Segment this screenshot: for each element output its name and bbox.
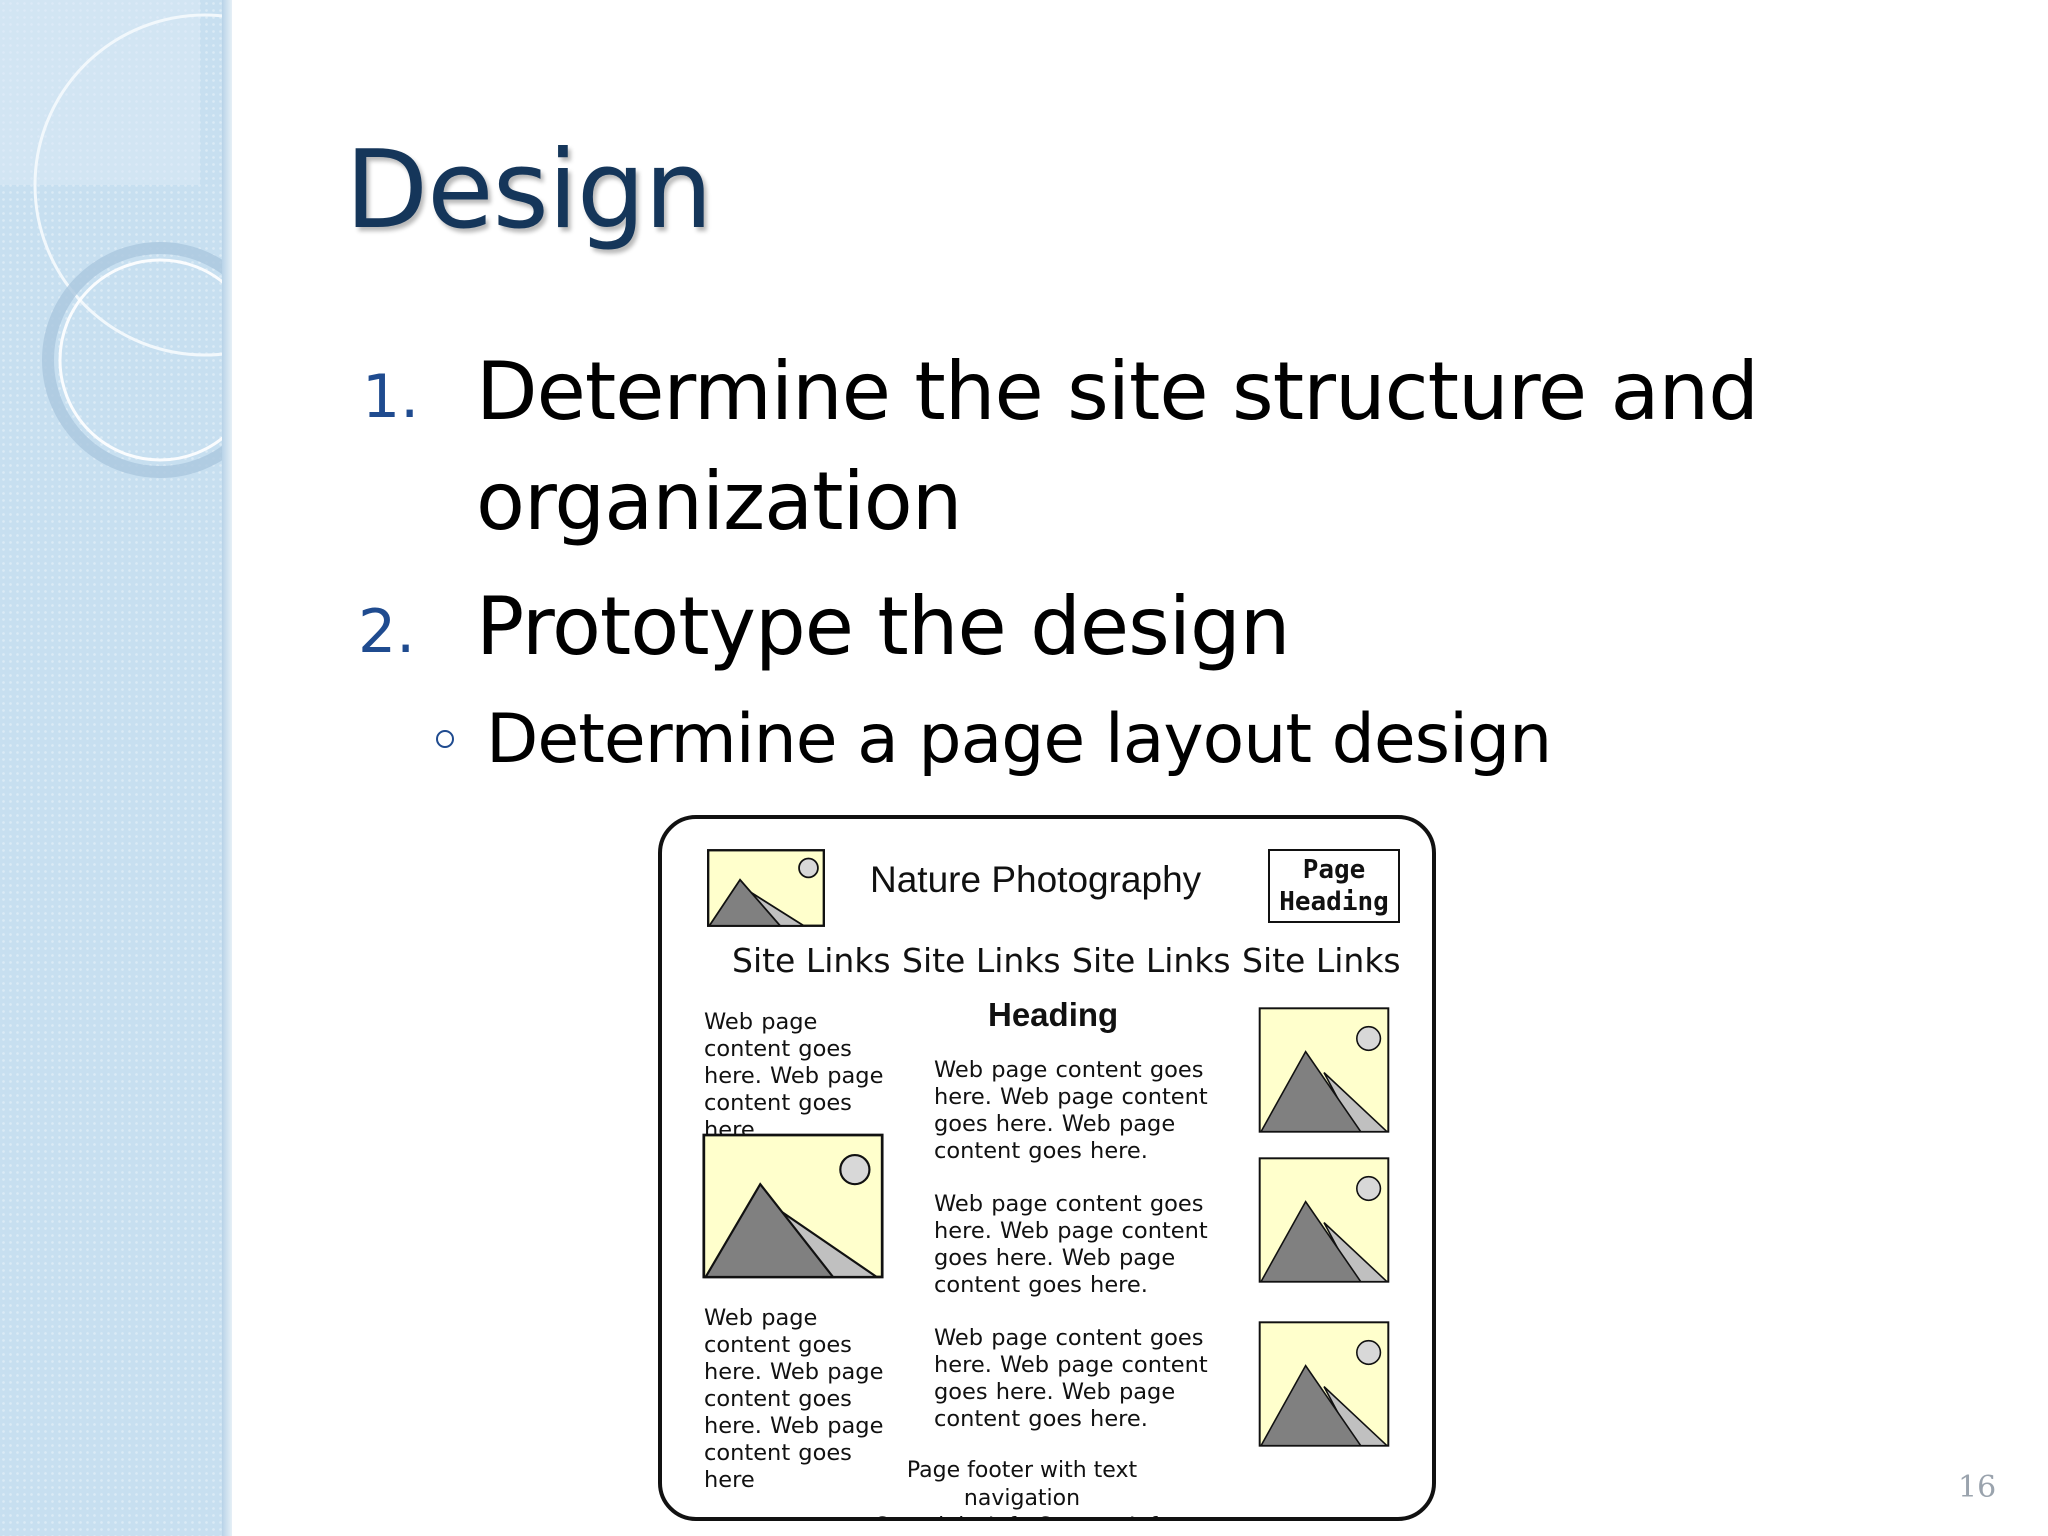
landscape-image-icon <box>702 1133 884 1279</box>
slide-title: Design <box>345 128 713 253</box>
wireframe-center-text-3: Web page content goes here. Web page con… <box>934 1325 1208 1432</box>
landscape-image-icon <box>1258 1007 1390 1133</box>
wireframe-site-link-2: Site Links <box>902 941 1061 980</box>
decorative-circles-graphic <box>0 0 230 478</box>
landscape-image-icon <box>1258 1321 1390 1447</box>
list-item-2: Prototype the design <box>476 580 1290 673</box>
wireframe-heading: Heading <box>988 996 1119 1033</box>
page-layout-wireframe: Nature Photography Page Heading Site Lin… <box>658 815 1436 1521</box>
wireframe-site-link-4: Site Links <box>1242 941 1401 980</box>
wireframe-left-text-2: Web page content goes here. Web page con… <box>704 1305 884 1493</box>
wireframe-footer: Page footer with text navigation Copyrig… <box>862 1457 1182 1517</box>
wireframe-left-text-1: Web page content goes here. Web page con… <box>704 1009 884 1143</box>
list-number-2: 2. <box>358 597 416 667</box>
page-heading-line-2: Heading <box>1279 887 1389 917</box>
wireframe-footer-line-2: Copyright Info Contact Info <box>862 1513 1182 1517</box>
wireframe-page-heading-box: Page Heading <box>1268 849 1400 923</box>
wireframe-center-text-2: Web page content goes here. Web page con… <box>934 1191 1208 1298</box>
landscape-image-icon <box>1258 1157 1390 1283</box>
landscape-image-icon <box>707 849 825 927</box>
decorative-sidebar <box>0 0 230 1536</box>
list-number-1: 1. <box>362 362 420 432</box>
list-item-1-line-2: organization <box>476 455 962 548</box>
sub-list-item: Determine a page layout design <box>486 700 1552 779</box>
wireframe-site-title: Nature Photography <box>870 859 1202 900</box>
wireframe-footer-line-1: Page footer with text navigation <box>906 1458 1138 1511</box>
sub-bullet-icon <box>436 730 454 748</box>
slide-page-number: 16 <box>1958 1470 1997 1505</box>
list-item-1-line-1: Determine the site structure and <box>476 345 1759 438</box>
wireframe-site-link-3: Site Links <box>1072 941 1231 980</box>
wireframe-site-link-1: Site Links <box>732 941 891 980</box>
page-heading-line-1: Page <box>1302 855 1366 885</box>
wireframe-center-text-1: Web page content goes here. Web page con… <box>934 1057 1208 1164</box>
sidebar-edge <box>222 0 232 1536</box>
